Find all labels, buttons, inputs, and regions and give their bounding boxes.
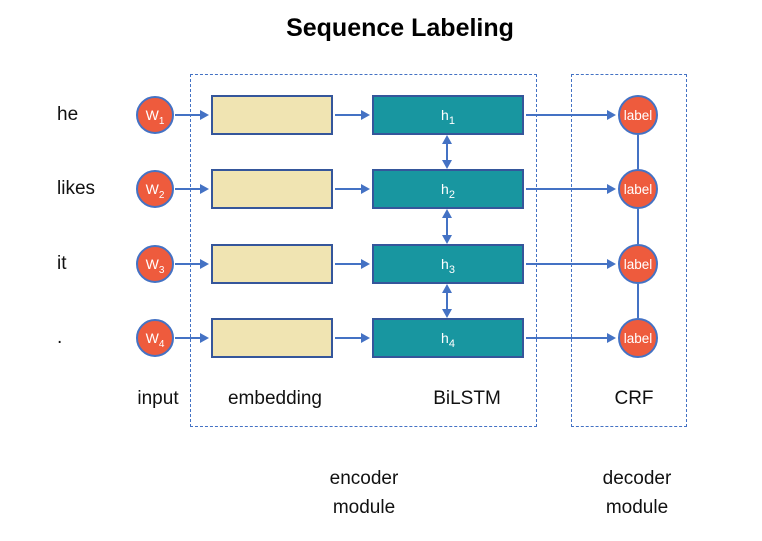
sequence-row: . W4 h4 label	[0, 318, 762, 358]
decoder-caption-line1: decoder	[602, 468, 672, 489]
embedding-box	[211, 95, 333, 135]
arrow-embedding-to-bilstm	[335, 110, 370, 120]
arrow-head-icon	[442, 135, 452, 144]
diagram-title: Sequence Labeling	[286, 14, 514, 42]
hidden-state-text: h1	[441, 107, 455, 127]
crf-link-label3-label4	[637, 284, 639, 318]
arrow-input-to-embedding	[175, 259, 209, 269]
decoder-caption-line2: module	[605, 497, 669, 518]
crf-label-node: label	[618, 244, 658, 284]
crf-label-node: label	[618, 95, 658, 135]
column-label-input: input	[137, 388, 179, 409]
word-label: likes	[57, 178, 96, 199]
word-label: it	[57, 253, 67, 274]
word-label: .	[57, 327, 63, 348]
arrow-embedding-to-bilstm	[335, 184, 370, 194]
sequence-row: it W3 h3 label	[0, 244, 762, 284]
arrow-head-icon	[442, 235, 452, 244]
encoder-module-box	[190, 74, 537, 427]
bilstm-hidden-box: h4	[372, 318, 524, 358]
input-token-text: W3	[145, 256, 165, 276]
bilstm-hidden-box: h1	[372, 95, 524, 135]
arrow-head-icon	[200, 333, 209, 343]
input-token-node: W2	[136, 170, 174, 208]
arrow-input-to-embedding	[175, 333, 209, 343]
arrow-head-icon	[361, 184, 370, 194]
hidden-state-text: h3	[441, 256, 455, 276]
word-label: he	[57, 104, 79, 125]
input-token-node: W4	[136, 319, 174, 357]
input-token-text: W1	[145, 107, 165, 127]
arrow-head-icon	[442, 209, 452, 218]
hidden-state-text: h4	[441, 330, 455, 350]
embedding-box	[211, 169, 333, 209]
input-token-node: W1	[136, 96, 174, 134]
arrow-input-to-embedding	[175, 110, 209, 120]
arrow-head-icon	[442, 160, 452, 169]
arrow-embedding-to-bilstm	[335, 259, 370, 269]
input-token-text: W2	[145, 181, 165, 201]
bilstm-hidden-box: h2	[372, 169, 524, 209]
arrow-bilstm-to-crf	[526, 184, 616, 194]
arrow-bilstm-to-crf	[526, 110, 616, 120]
arrow-bilstm-to-crf	[526, 333, 616, 343]
encoder-caption-line1: encoder	[329, 468, 399, 489]
encoder-caption-line2: module	[332, 497, 396, 518]
arrow-head-icon	[361, 259, 370, 269]
sequence-row: likes W2 h2 label	[0, 169, 762, 209]
decoder-module-box	[571, 74, 687, 427]
sequence-row: he W1 h1 label	[0, 95, 762, 135]
decoder-module-caption: decoder module	[603, 464, 672, 522]
arrow-head-icon	[607, 110, 616, 120]
hidden-state-text: h2	[441, 181, 455, 201]
arrow-head-icon	[607, 333, 616, 343]
arrow-head-icon	[361, 110, 370, 120]
arrow-head-icon	[200, 110, 209, 120]
input-token-node: W3	[136, 245, 174, 283]
embedding-box	[211, 244, 333, 284]
arrow-head-icon	[200, 259, 209, 269]
crf-label-node: label	[618, 318, 658, 358]
arrow-head-icon	[442, 284, 452, 293]
encoder-module-caption: encoder module	[330, 464, 399, 522]
embedding-box	[211, 318, 333, 358]
crf-link-label1-label2	[637, 135, 639, 169]
column-label-crf: CRF	[614, 388, 654, 409]
arrow-head-icon	[361, 333, 370, 343]
bidirectional-arrow-h3-h4	[442, 284, 452, 318]
arrow-head-icon	[607, 184, 616, 194]
arrow-embedding-to-bilstm	[335, 333, 370, 343]
bidirectional-arrow-h2-h3	[442, 209, 452, 244]
column-label-embedding: embedding	[227, 388, 323, 409]
arrow-head-icon	[607, 259, 616, 269]
arrow-input-to-embedding	[175, 184, 209, 194]
column-label-bilstm: BiLSTM	[433, 388, 501, 409]
crf-label-node: label	[618, 169, 658, 209]
arrow-head-icon	[442, 309, 452, 318]
arrow-bilstm-to-crf	[526, 259, 616, 269]
bidirectional-arrow-h1-h2	[442, 135, 452, 169]
arrow-head-icon	[200, 184, 209, 194]
bilstm-hidden-box: h3	[372, 244, 524, 284]
input-token-text: W4	[145, 330, 165, 350]
crf-link-label2-label3	[637, 209, 639, 244]
